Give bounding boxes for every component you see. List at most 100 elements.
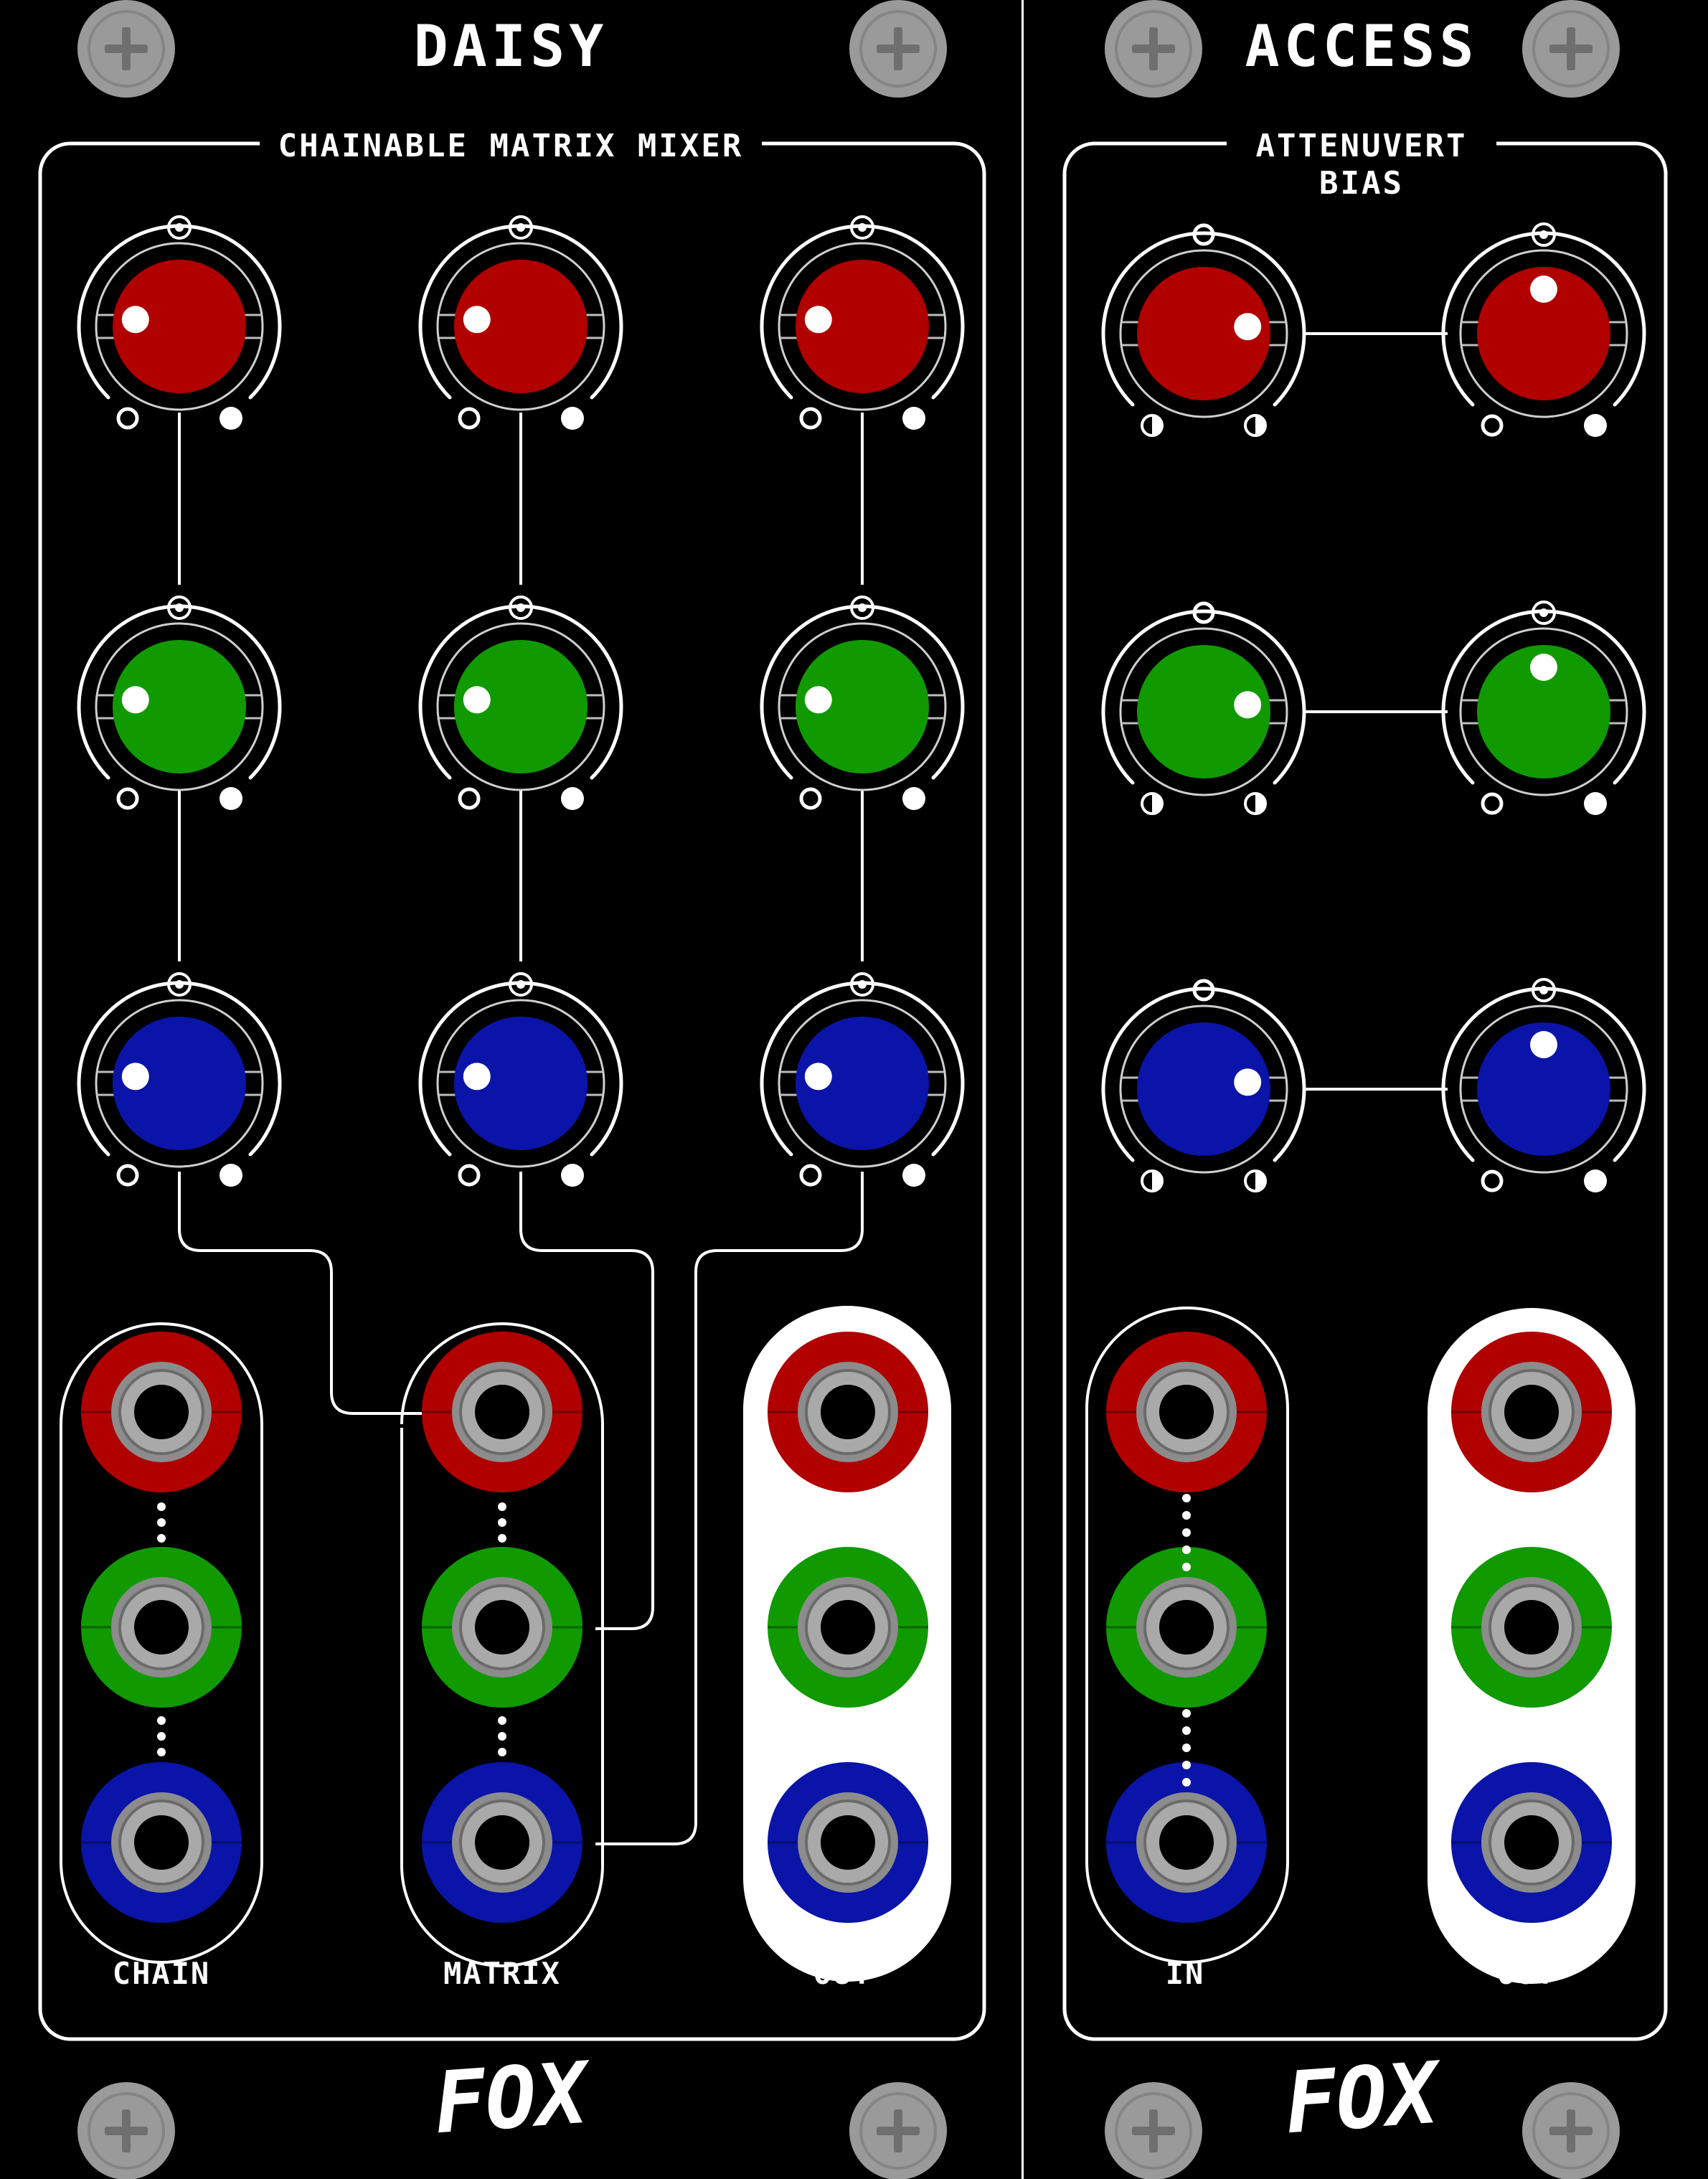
jack[interactable] [768, 1762, 928, 1923]
knob[interactable] [418, 981, 623, 1168]
jack[interactable] [422, 1332, 582, 1492]
module-divider [1022, 0, 1024, 2179]
phillips-screw-icon [849, 2082, 947, 2179]
chain-link-dots [1182, 1709, 1191, 1787]
module-title-access: ACCESS [1245, 13, 1478, 80]
target-circle-icon [167, 972, 192, 997]
knob[interactable] [1101, 609, 1306, 796]
knob[interactable] [77, 604, 282, 791]
signal-paths-access [1306, 332, 1448, 1091]
filled-circle-icon [902, 787, 925, 810]
section-subtitle-access-line2: BIAS [1319, 165, 1404, 202]
screws [77, 0, 1620, 2179]
target-circle-icon [850, 215, 874, 240]
target-circle-icon [509, 215, 533, 240]
knob-indicator [1530, 1031, 1557, 1058]
knob-indicator [804, 1063, 832, 1091]
phillips-screw-icon [1105, 0, 1202, 98]
signal-paths-daisy [178, 413, 864, 1845]
jack[interactable] [1451, 1547, 1612, 1708]
knob-indicator [1234, 313, 1262, 341]
phillips-screw-icon [77, 0, 175, 98]
phillips-screw-icon [1522, 0, 1620, 98]
filled-circle-icon [220, 787, 242, 810]
jack[interactable] [81, 1762, 242, 1923]
knob-indicator [1530, 276, 1557, 303]
target-circle-icon [167, 215, 192, 240]
knob-indicator [463, 1063, 491, 1091]
filled-circle-icon [561, 787, 584, 810]
hollow-circle-icon [1192, 979, 1215, 1002]
target-circle-icon [1532, 222, 1556, 247]
hollow-circle-icon [116, 787, 139, 810]
jack[interactable] [1106, 1762, 1267, 1923]
filled-circle-icon [561, 1164, 584, 1187]
hollow-circle-icon [1192, 601, 1215, 624]
knob[interactable] [77, 981, 282, 1168]
knob[interactable] [760, 981, 965, 1168]
jack[interactable] [1106, 1547, 1267, 1708]
knob-indicator [121, 1063, 149, 1091]
filled-circle-icon [1584, 414, 1607, 437]
target-circle-icon [509, 972, 533, 997]
hollow-circle-icon [458, 407, 481, 430]
hollow-circle-icon [1481, 1169, 1504, 1192]
knob[interactable] [760, 604, 965, 791]
target-circle-icon [850, 596, 874, 620]
chain-link-dots [1182, 1494, 1191, 1571]
target-circle-icon [509, 596, 533, 620]
knob[interactable] [760, 224, 965, 411]
knob[interactable] [1101, 987, 1306, 1174]
knob-indicator [1234, 1068, 1262, 1096]
knob-indicator [463, 686, 491, 714]
half-circle-icon [1141, 414, 1164, 437]
half-circle-icon [1244, 1169, 1267, 1192]
jack[interactable] [768, 1332, 928, 1492]
knob[interactable] [418, 604, 623, 791]
knob[interactable] [77, 224, 282, 411]
filled-circle-icon [1584, 1169, 1607, 1192]
half-circle-icon [1244, 414, 1267, 437]
jack-group-matrix [400, 1322, 604, 1967]
filled-circle-icon [902, 1164, 925, 1187]
chain-link-dots [157, 1716, 166, 1756]
knob-indicator [804, 686, 832, 714]
jack[interactable] [422, 1547, 582, 1708]
hollow-circle-icon [458, 1164, 481, 1187]
jack[interactable] [422, 1762, 582, 1923]
section-subtitle-daisy: CHAINABLE MATRIX MIXER [278, 128, 744, 164]
knob-indicator [463, 306, 491, 334]
filled-circle-icon [220, 407, 242, 430]
jack[interactable] [81, 1332, 242, 1492]
phillips-screw-icon [77, 2082, 175, 2179]
half-circle-icon [1141, 1169, 1164, 1192]
jack[interactable] [1451, 1762, 1612, 1923]
hollow-circle-icon [799, 1164, 822, 1187]
knob[interactable] [1441, 609, 1646, 796]
hollow-circle-icon [1481, 414, 1504, 437]
knob-indicator [804, 306, 832, 334]
hollow-circle-icon [799, 407, 822, 430]
filled-circle-icon [1584, 792, 1607, 815]
hollow-circle-icon [116, 407, 139, 430]
fox-logo-access: FOX [1282, 2043, 1446, 2152]
jack[interactable] [1106, 1332, 1267, 1492]
chain-link-dots [157, 1502, 166, 1543]
knob[interactable] [1441, 231, 1646, 418]
knob[interactable] [418, 224, 623, 411]
knob[interactable] [1441, 987, 1646, 1174]
jack[interactable] [768, 1547, 928, 1708]
phillips-screw-icon [1105, 2082, 1202, 2179]
half-circle-icon [1244, 792, 1267, 815]
hollow-circle-icon [1192, 223, 1215, 246]
knob-indicator [1530, 654, 1557, 681]
jack[interactable] [1451, 1332, 1612, 1492]
phillips-screw-icon [1522, 2082, 1620, 2179]
hollow-circle-icon [458, 787, 481, 810]
jack-group-in [1085, 1307, 1289, 1964]
filled-circle-icon [902, 407, 925, 430]
jack-label-matrix: MATRIX [443, 1956, 561, 1991]
knob[interactable] [1101, 231, 1306, 418]
jack[interactable] [81, 1547, 242, 1708]
